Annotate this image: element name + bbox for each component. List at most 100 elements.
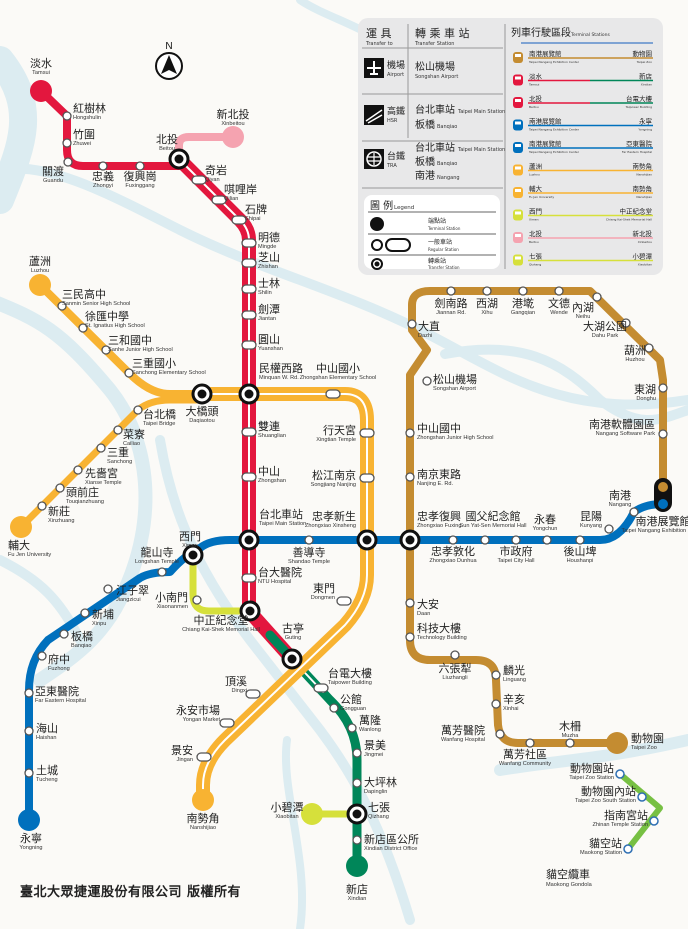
station-zhongyi[interactable]: 忠義Zhongyi: [92, 161, 114, 189]
station-shipai[interactable]: 石牌Shipai: [231, 202, 267, 225]
station-nangang[interactable]: 南港Nangang: [609, 489, 639, 517]
station-xindian[interactable]: 新店Xindian: [346, 855, 368, 902]
station-ximen[interactable]: 西門Ximen: [179, 530, 204, 566]
station-gongguan[interactable]: 公館Gongguan: [329, 692, 366, 713]
station-daqiaotou[interactable]: 大橋頭Daqiaotou: [186, 383, 219, 424]
gondola-station[interactable]: 指南宮站Zhinan Temple Station: [592, 808, 659, 828]
station-nanshijiao[interactable]: 南勢角Nanshijiao: [187, 789, 220, 831]
station-qizhang[interactable]: 七張Qizhang: [346, 801, 390, 825]
station-zhongxiaodunhua[interactable]: 忠孝敦化Zhongxiao Dunhua: [429, 535, 478, 564]
station-zhuwei[interactable]: 竹圍Zhuwei: [62, 127, 95, 148]
station-taipeizoo[interactable]: 動物園Taipei Zoo: [606, 731, 664, 754]
station-touqianzhuang[interactable]: 頭前庄Touqianzhuang: [55, 483, 104, 505]
station-sanchongelem[interactable]: 三重國小Sanchong Elementary School: [124, 356, 206, 378]
station-fareastern[interactable]: 亞東醫院Far Eastern Hospital: [24, 684, 86, 704]
station-yonganmarket[interactable]: 永安市場Yongan Market: [176, 703, 235, 728]
station-linguang[interactable]: 麟光Linguang: [491, 663, 526, 683]
station-jiantan[interactable]: 劍潭Jiantan: [241, 302, 280, 322]
station-dahu[interactable]: 大湖公園Dahu Park: [583, 318, 631, 339]
station-nangangsoftware[interactable]: 南港軟體園區Nangang Software Park: [589, 417, 668, 439]
station-daan[interactable]: 大安Daan: [405, 597, 439, 617]
station-gangqian[interactable]: 港墘Gangqian: [511, 286, 535, 316]
station-fuxinggang[interactable]: 復興崗Fuxinggang: [124, 161, 157, 189]
station-sanhe[interactable]: 三和國中Sanhe Junior High School: [101, 334, 173, 355]
station-tucheng[interactable]: 土城Tucheng: [24, 764, 58, 783]
station-donghu[interactable]: 東湖Donghu: [634, 383, 668, 402]
station-fuzhong[interactable]: 府中Fuzhong: [37, 651, 70, 672]
station-ntuh[interactable]: 台大醫院NTU Hospital: [241, 565, 302, 585]
station-dingxi[interactable]: 頂溪Dingxi: [225, 675, 261, 699]
station-banqiao[interactable]: 板橋Banqiao: [59, 629, 93, 649]
station-sanchong[interactable]: 三重Sanchong: [96, 443, 132, 465]
station-nangangexhibition[interactable]: 南港展覽館Taipei Nangang Exhibition Center: [621, 478, 688, 534]
gondola-station[interactable]: 動物園站Taipei Zoo Station: [569, 761, 625, 781]
station-tamsui[interactable]: 淡水Tamsui: [30, 57, 52, 102]
station-xihu[interactable]: 西湖Xihu: [476, 286, 498, 316]
station-kunyang[interactable]: 昆陽Kunyang: [580, 510, 614, 534]
station-qiyan[interactable]: 奇岩Qiyan: [191, 163, 227, 185]
station-zhongshanelem[interactable]: 中山國小Zhongshan Elementary School: [300, 362, 377, 399]
station-fujen[interactable]: 輔大Fu Jen University: [8, 516, 51, 558]
station-yongchun[interactable]: 永春Yongchun: [533, 512, 558, 545]
gondola-station[interactable]: 動物園內站Taipei Zoo South Station: [575, 784, 647, 804]
station-songjiangnanjing[interactable]: 松江南京Songjiang Nanjing: [311, 468, 375, 488]
station-technology[interactable]: 科技大樓Technology Building: [405, 621, 467, 642]
station-taipeimain[interactable]: 台北車站Taipei Main Station: [238, 507, 306, 551]
station-xiaobitan[interactable]: 小碧潭Xiaobitan: [271, 801, 324, 825]
station-jingmei[interactable]: 景美Jingmei: [352, 739, 386, 758]
station-zhishan[interactable]: 芝山Zhishan: [241, 251, 280, 270]
station-haishan[interactable]: 海山Haishan: [24, 721, 58, 741]
station-xiaonanmen[interactable]: 小南門Xiaonanmen: [155, 591, 202, 610]
station-zhongshanjunior[interactable]: 中山國中Zhongshan Junior High School: [405, 422, 494, 441]
station-cailiao[interactable]: 菜寮Cailiao: [113, 425, 145, 447]
station-shandao[interactable]: 善導寺Shandao Temple: [288, 535, 330, 565]
gondola-station[interactable]: 貓空站Maokong Station: [580, 836, 633, 856]
station-sanmin[interactable]: 三民高中Sanmin Senior High School: [57, 287, 130, 311]
station-cityhall[interactable]: 市政府Taipei City Hall: [498, 535, 535, 564]
station-taipower[interactable]: 台電大樓Taipower Building: [313, 666, 372, 693]
station-zhongxiaoxinsheng[interactable]: 忠孝新生Zhongxiao Xinsheng: [305, 509, 378, 551]
station-wende[interactable]: 文德Wende: [548, 286, 570, 316]
station-wanfangcommunity[interactable]: 萬芳社區Wanfang Community: [499, 738, 551, 767]
station-xinzhuang[interactable]: 新莊Xinzhuang: [37, 501, 74, 524]
station-minquan[interactable]: 民權西路Minquan W. Rd.: [238, 362, 303, 405]
station-longshan[interactable]: 龍山寺Longshan Temple: [135, 545, 179, 577]
station-yongning[interactable]: 永寧Yongning: [18, 809, 43, 851]
station-cks[interactable]: 中正紀念堂Chiang Kai-Shek Memorial Hall: [182, 600, 261, 633]
station-beitou[interactable]: 北投Beitou: [156, 132, 190, 170]
station-neihu[interactable]: 內湖Neihu: [572, 292, 602, 320]
station-jiangzicui[interactable]: 江子翠Jiangzicui: [103, 584, 149, 603]
station-huzhou[interactable]: 葫洲Huzhou: [624, 343, 654, 363]
station-dongmen[interactable]: 東門Dongmen: [311, 582, 352, 606]
station-shuanglian[interactable]: 雙連Shuanglian: [241, 419, 286, 439]
station-dazhi[interactable]: 大直Dazhi: [407, 319, 440, 339]
station-shilin[interactable]: 士林Shilin: [241, 276, 280, 296]
station-liuzhangli[interactable]: 六張犁Liuzhangli: [439, 650, 472, 681]
station-mingde[interactable]: 明德Mingde: [241, 230, 280, 250]
station-qilian[interactable]: 唭哩岸Qilian: [211, 183, 257, 205]
station-xinbeitou[interactable]: 新北投Xinbeitou: [217, 107, 250, 148]
station-guting[interactable]: 古亭Guting: [281, 621, 304, 670]
station-jingan[interactable]: 景安Jingan: [171, 743, 212, 763]
station-wanfanghospital[interactable]: 萬芳醫院Wanfang Hospital: [441, 723, 505, 743]
station-wanlong[interactable]: 萬隆Wanlong: [347, 713, 381, 733]
station-songshanairport[interactable]: 松山機場Songshan Airport: [422, 372, 477, 392]
station-xindiandistrict[interactable]: 新店區公所Xindian District Office: [352, 832, 419, 852]
station-zhongshan[interactable]: 中山Zhongshan: [241, 465, 286, 484]
station-guandu[interactable]: 關渡Guandu: [42, 157, 73, 184]
station-xinpu[interactable]: 新埔Xinpu: [80, 607, 114, 627]
station-luzhou[interactable]: 蘆洲Luzhou: [29, 254, 51, 296]
station-dapinglin[interactable]: 大坪林Dapinglin: [352, 775, 397, 795]
station-xianse[interactable]: 先嗇宮Xianse Temple: [73, 465, 122, 486]
station-nanjingeast[interactable]: 南京東路Nanjing E. Rd.: [405, 467, 461, 487]
station-zhongxiaofuxing[interactable]: 忠孝復興Zhongxiao Fuxing: [399, 510, 461, 551]
station-hongshulin[interactable]: 紅樹林Hongshulin: [62, 101, 106, 121]
station-xinhai[interactable]: 辛亥Xinhai: [491, 692, 525, 712]
station-houshanpi[interactable]: 後山埤Houshanpi: [564, 535, 597, 564]
station-jiannan[interactable]: 劍南路Jiannan Rd.: [435, 286, 468, 316]
station-stignatius[interactable]: 徐匯中學St. Ignatius High School: [78, 309, 145, 333]
station-yuanshan[interactable]: 圓山Yuanshan: [241, 333, 283, 352]
station-taipeibridge[interactable]: 台北橋Taipei Bridge: [133, 405, 176, 427]
station-sysmemorial[interactable]: 國父紀念館Sun Yat-Sen Memorial Hall: [460, 509, 527, 545]
station-muzha[interactable]: 木柵Muzha: [559, 719, 581, 748]
